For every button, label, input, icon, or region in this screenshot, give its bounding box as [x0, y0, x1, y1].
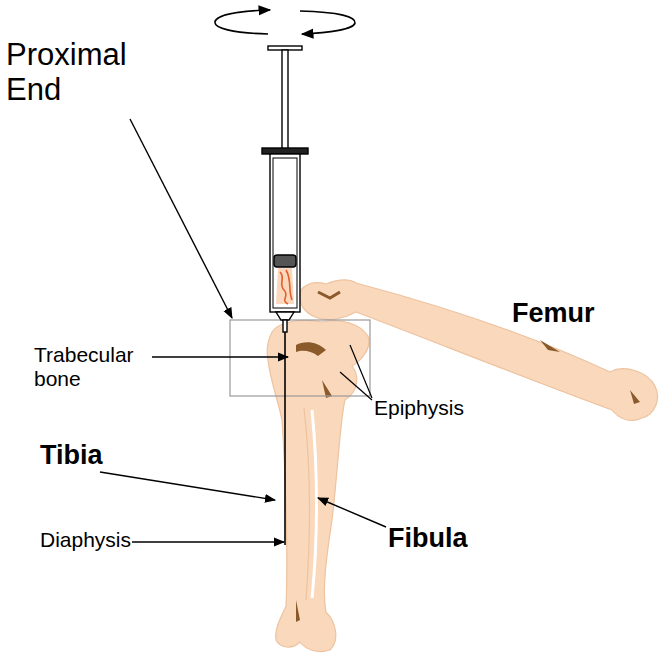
tibia-fibula-bones: [267, 320, 369, 651]
leader-arrows: [100, 119, 386, 542]
leader-line: [152, 356, 288, 357]
region-label: Proximal End: [6, 38, 156, 107]
leader-line: [340, 372, 372, 400]
bone-name: Femur: [512, 298, 595, 328]
rotation-arrows: [215, 10, 355, 34]
bone-name: Tibia: [40, 440, 103, 470]
leader-line: [132, 541, 284, 542]
part-label: Diaphysis: [40, 528, 131, 552]
syringe: [262, 46, 308, 332]
part-label: Trabecular bone: [34, 343, 152, 390]
leader-line: [130, 119, 232, 318]
part-label: Epiphysis: [374, 396, 464, 420]
needle-track: [284, 330, 286, 545]
region-box: [230, 320, 370, 396]
leader-line: [100, 472, 275, 500]
bone-name: Fibula: [388, 523, 468, 553]
leader-line: [318, 498, 386, 527]
